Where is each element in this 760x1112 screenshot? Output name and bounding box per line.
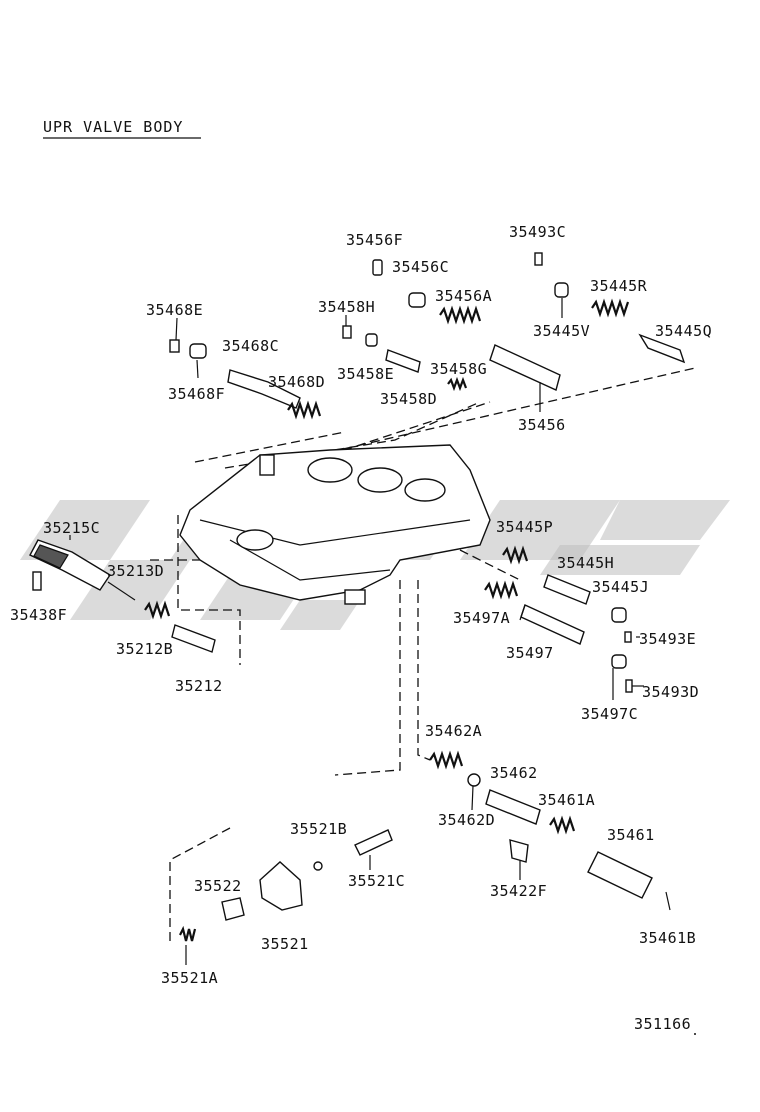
label-35456F: 35456F [346, 231, 403, 249]
label-35445P: 35445P [496, 518, 553, 536]
diagram-title: UPR VALVE BODY [43, 118, 183, 136]
part-35212B [144, 600, 171, 620]
label-35497C: 35497C [581, 705, 638, 723]
part-35468F [189, 343, 207, 359]
label-35468F: 35468F [168, 385, 225, 403]
label-35462A: 35462A [425, 722, 482, 740]
label-35468E: 35468E [146, 301, 203, 319]
part-35456F [372, 259, 383, 276]
figure-number: 351166 [634, 1015, 691, 1033]
label-35212: 35212 [175, 677, 223, 695]
part-35497C [611, 654, 627, 669]
label-35522: 35522 [194, 877, 242, 895]
part-35461A [549, 815, 576, 835]
part-35458H [342, 325, 352, 339]
label-35462D: 35462D [438, 811, 495, 829]
label-35445V: 35445V [533, 322, 590, 340]
part-35493D [625, 679, 633, 693]
label-35468C: 35468C [222, 337, 279, 355]
part-35521A [179, 925, 197, 942]
label-35456C: 35456C [392, 258, 449, 276]
label-35521C: 35521C [348, 872, 405, 890]
label-35461: 35461 [607, 826, 655, 844]
label-35212B: 35212B [116, 640, 173, 658]
part-35461B [665, 891, 671, 911]
part-35458E [365, 333, 378, 347]
label-35521B: 35521B [290, 820, 347, 838]
label-35458H: 35458H [318, 298, 375, 316]
part-35456C [408, 292, 426, 308]
label-35461B: 35461B [639, 929, 696, 947]
label-35521: 35521 [261, 935, 309, 953]
label-35215C: 35215C [43, 519, 100, 537]
label-35445H: 35445H [557, 554, 614, 572]
label-35462: 35462 [490, 764, 538, 782]
part-35462 [485, 789, 541, 825]
part-35456A [439, 305, 482, 325]
part-35445V [554, 282, 569, 298]
part-labels: 35456F 35493C 35456C 35456A 35445R 35468… [10, 223, 712, 987]
part-35445R [591, 298, 630, 318]
leader-lines [69, 298, 644, 965]
label-35493D: 35493D [642, 683, 699, 701]
figure-number-dot [694, 1033, 696, 1035]
label-35456A: 35456A [435, 287, 492, 305]
label-35458E: 35458E [337, 365, 394, 383]
part-35212 [171, 624, 216, 653]
label-35458G: 35458G [430, 360, 487, 378]
label-35458D: 35458D [380, 390, 437, 408]
part-35422F [509, 839, 529, 863]
part-35468D [287, 400, 322, 420]
part-35456 [489, 344, 561, 391]
part-35493E [624, 631, 632, 643]
parts [29, 252, 686, 942]
part-35521 [259, 861, 303, 911]
label-35445R: 35445R [590, 277, 648, 295]
part-35445P [502, 545, 529, 565]
label-35456: 35456 [518, 416, 566, 434]
part-35445Q [638, 333, 686, 364]
label-35438F: 35438F [10, 606, 67, 624]
label-35521A: 35521A [161, 969, 218, 987]
part-35521C [354, 829, 393, 856]
part-35461 [587, 851, 653, 899]
upper-valve-body [179, 444, 491, 605]
label-35445J: 35445J [592, 578, 649, 596]
label-35493C: 35493C [509, 223, 566, 241]
label-35497: 35497 [506, 644, 554, 662]
part-35458G [447, 376, 468, 392]
part-35522 [221, 897, 245, 921]
part-35468E [169, 339, 180, 353]
label-35422F: 35422F [490, 882, 547, 900]
label-35468D: 35468D [268, 373, 325, 391]
part-35497A [484, 580, 519, 600]
part-35215C-shade [33, 544, 69, 569]
label-35213D: 35213D [107, 562, 164, 580]
part-35468C [227, 369, 301, 409]
part-35521B [313, 861, 323, 871]
part-35458D [385, 349, 421, 373]
part-35493C [534, 252, 543, 266]
label-35461A: 35461A [538, 791, 595, 809]
part-35438F [32, 571, 42, 591]
part-35213D [107, 581, 136, 601]
part-35462A [429, 750, 464, 770]
part-35445J [611, 607, 627, 623]
label-35497A: 35497A [453, 609, 510, 627]
label-35493E: 35493E [639, 630, 696, 648]
part-35445H [543, 574, 591, 605]
part-35497 [520, 604, 585, 645]
label-35445Q: 35445Q [655, 322, 712, 340]
part-35462D [467, 773, 481, 787]
